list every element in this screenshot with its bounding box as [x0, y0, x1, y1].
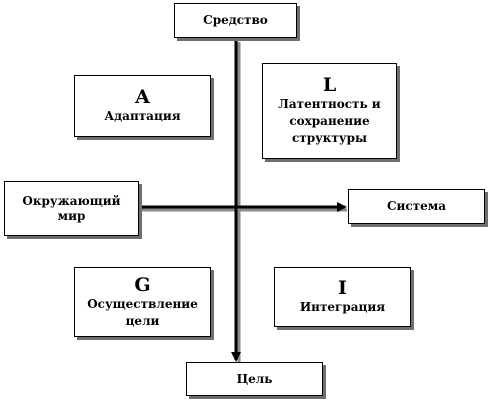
quadrant-i-box: I Интеграция	[274, 267, 411, 327]
axis-right-box: Система	[348, 189, 485, 224]
axis-bottom-label: Цель	[236, 371, 273, 386]
axis-top-box: Средство	[174, 3, 297, 38]
quadrant-l-name: Латентность и сохранение структуры	[278, 97, 381, 145]
quadrant-a-name: Адаптация	[104, 109, 181, 123]
axis-right-label: Система	[386, 199, 447, 213]
quadrant-g-name: Осуществление цели	[87, 296, 198, 328]
axis-top-label: Средство	[203, 13, 268, 27]
quadrant-i-letter: I	[338, 277, 347, 299]
quadrant-a-letter: A	[135, 86, 150, 108]
axis-bottom-box: Цель	[186, 362, 323, 396]
quadrant-l-letter: L	[322, 74, 337, 96]
quadrant-a-box: A Адаптация	[74, 75, 211, 137]
axis-left-label: Окружающий мир	[22, 193, 121, 223]
axis-left-box: Окружающий мир	[4, 181, 139, 236]
quadrant-l-box: L Латентность и сохранение структуры	[262, 63, 397, 159]
quadrant-i-name: Интеграция	[299, 300, 386, 314]
quadrant-g-letter: G	[134, 273, 151, 296]
quadrant-g-box: G Осуществление цели	[74, 267, 211, 337]
